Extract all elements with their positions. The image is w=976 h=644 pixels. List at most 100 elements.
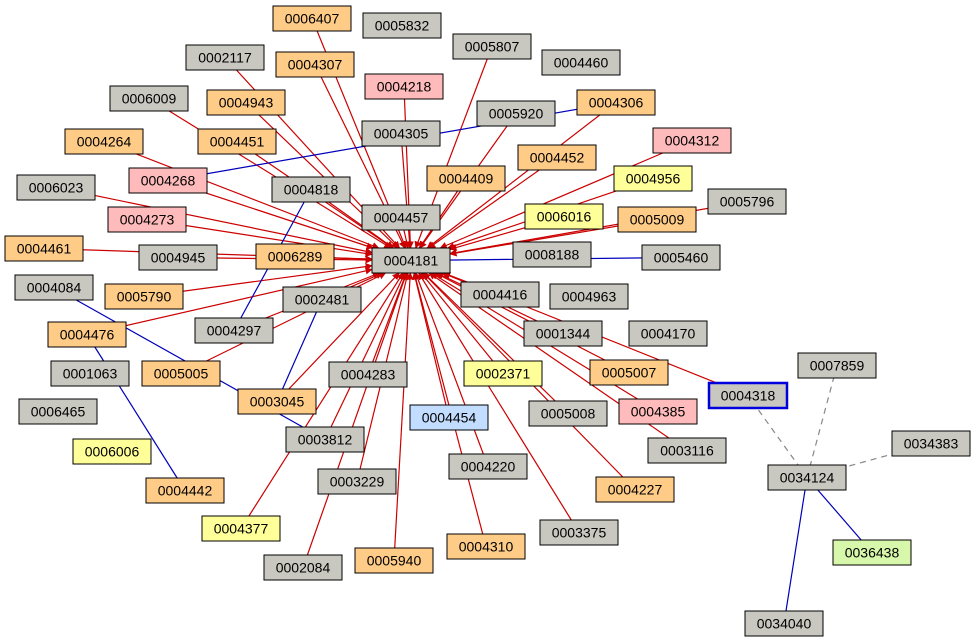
node-box[interactable] (237, 388, 317, 415)
node-box[interactable] (641, 244, 721, 271)
node-box[interactable] (275, 51, 355, 78)
node-0004084[interactable]: 0004084 (14, 274, 94, 301)
node-box[interactable] (460, 281, 540, 308)
node-box[interactable] (145, 477, 225, 504)
node-box[interactable] (141, 360, 221, 387)
node-box[interactable] (16, 174, 96, 201)
node-0006006[interactable]: 0006006 (72, 438, 152, 465)
node-box[interactable] (541, 49, 621, 76)
node-box[interactable] (476, 100, 556, 127)
node-0005832[interactable]: 0005832 (362, 12, 442, 39)
node-0005009[interactable]: 0005009 (617, 206, 697, 233)
node-box[interactable] (285, 426, 365, 453)
node-0034383[interactable]: 0034383 (891, 430, 971, 457)
node-box[interactable] (832, 539, 912, 566)
node-0004476[interactable]: 0004476 (47, 321, 127, 348)
node-box[interactable] (512, 241, 592, 268)
node-box[interactable] (528, 400, 608, 427)
node-box[interactable] (446, 533, 526, 560)
node-0004264[interactable]: 0004264 (64, 128, 144, 155)
node-box[interactable] (201, 515, 281, 542)
node-box[interactable] (138, 244, 218, 271)
node-0003045[interactable]: 0003045 (237, 388, 317, 415)
node-0004461[interactable]: 0004461 (4, 235, 84, 262)
node-box[interactable] (185, 44, 265, 71)
node-0005005[interactable]: 0005005 (141, 360, 221, 387)
node-0004818[interactable]: 0004818 (271, 176, 351, 203)
node-0004306[interactable]: 0004306 (576, 89, 656, 116)
node-box[interactable] (409, 404, 489, 431)
node-0004452[interactable]: 0004452 (517, 144, 597, 171)
node-box[interactable] (617, 206, 697, 233)
node-box[interactable] (354, 547, 434, 574)
node-0004956[interactable]: 0004956 (613, 165, 693, 192)
node-box[interactable] (523, 320, 603, 347)
node-0002117[interactable]: 0002117 (185, 44, 265, 71)
node-0003229[interactable]: 0003229 (317, 468, 397, 495)
node-box[interactable] (707, 381, 789, 410)
node-0004181[interactable]: 0004181 (371, 247, 451, 274)
node-0005007[interactable]: 0005007 (589, 359, 669, 386)
node-0006465[interactable]: 0006465 (18, 398, 98, 425)
node-0004460[interactable]: 0004460 (541, 49, 621, 76)
node-box[interactable] (589, 359, 669, 386)
node-box[interactable] (50, 360, 130, 387)
node-0001063[interactable]: 0001063 (50, 360, 130, 387)
node-0004170[interactable]: 0004170 (628, 320, 708, 347)
node-0004273[interactable]: 0004273 (107, 206, 187, 233)
node-box[interactable] (448, 453, 528, 480)
node-0004963[interactable]: 0004963 (549, 283, 629, 310)
node-box[interactable] (263, 554, 343, 581)
node-box[interactable] (524, 203, 604, 230)
node-0002481[interactable]: 0002481 (282, 286, 362, 313)
node-box[interactable] (595, 476, 675, 503)
node-box[interactable] (891, 430, 971, 457)
node-0004442[interactable]: 0004442 (145, 477, 225, 504)
node-0002371[interactable]: 0002371 (463, 360, 543, 387)
node-0006016[interactable]: 0006016 (524, 203, 604, 230)
node-0004283[interactable]: 0004283 (328, 361, 408, 388)
node-box[interactable] (104, 283, 184, 310)
node-0004377[interactable]: 0004377 (201, 515, 281, 542)
node-box[interactable] (613, 165, 693, 192)
node-box[interactable] (618, 398, 698, 425)
node-0004945[interactable]: 0004945 (138, 244, 218, 271)
node-0006009[interactable]: 0006009 (109, 85, 189, 112)
node-0004318[interactable]: 0004318 (707, 381, 789, 410)
node-0002084[interactable]: 0002084 (263, 554, 343, 581)
node-0003812[interactable]: 0003812 (285, 426, 365, 453)
node-0005920[interactable]: 0005920 (476, 100, 556, 127)
node-0004385[interactable]: 0004385 (618, 398, 698, 425)
node-box[interactable] (14, 274, 94, 301)
node-box[interactable] (72, 438, 152, 465)
node-box[interactable] (364, 73, 444, 100)
node-box[interactable] (317, 468, 397, 495)
node-0004310[interactable]: 0004310 (446, 533, 526, 560)
node-0004943[interactable]: 0004943 (206, 89, 286, 116)
node-0005940[interactable]: 0005940 (354, 547, 434, 574)
node-0004454[interactable]: 0004454 (409, 404, 489, 431)
node-box[interactable] (628, 320, 708, 347)
node-0005807[interactable]: 0005807 (452, 33, 532, 60)
node-0034124[interactable]: 0034124 (767, 464, 847, 491)
node-0005008[interactable]: 0005008 (528, 400, 608, 427)
node-box[interactable] (517, 144, 597, 171)
node-box[interactable] (206, 89, 286, 116)
node-box[interactable] (128, 167, 208, 194)
node-box[interactable] (362, 12, 442, 39)
node-box[interactable] (652, 127, 732, 154)
node-0006023[interactable]: 0006023 (16, 174, 96, 201)
node-0004312[interactable]: 0004312 (652, 127, 732, 154)
node-box[interactable] (707, 188, 787, 215)
node-0003375[interactable]: 0003375 (539, 519, 619, 546)
node-box[interactable] (744, 610, 824, 637)
node-box[interactable] (194, 317, 274, 344)
node-0007859[interactable]: 0007859 (797, 352, 877, 379)
node-0004268[interactable]: 0004268 (128, 167, 208, 194)
node-box[interactable] (426, 165, 506, 192)
node-box[interactable] (271, 176, 351, 203)
node-0004227[interactable]: 0004227 (595, 476, 675, 503)
node-0003116[interactable]: 0003116 (647, 437, 727, 464)
node-0006407[interactable]: 0006407 (272, 5, 352, 32)
node-0004218[interactable]: 0004218 (364, 73, 444, 100)
